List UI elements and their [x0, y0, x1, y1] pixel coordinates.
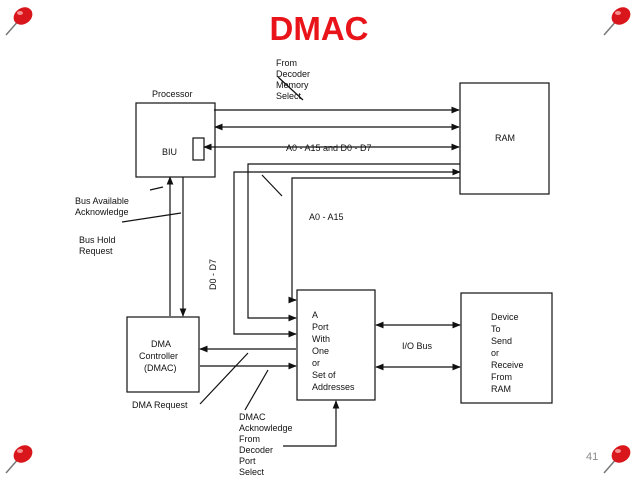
- biu-block: [192, 137, 205, 161]
- bus-hold-request-label: Bus Hold Request: [79, 235, 116, 256]
- svg-text:or: or: [312, 358, 320, 368]
- svg-text:Acknowledge: Acknowledge: [75, 207, 129, 217]
- svg-text:Send: Send: [491, 336, 512, 346]
- svg-text:To: To: [491, 324, 501, 334]
- address-bus-label: A0 - A15: [309, 212, 344, 222]
- svg-text:Bus Hold: Bus Hold: [79, 235, 116, 245]
- device-label: Device To Send or Receive From RAM: [491, 312, 524, 394]
- dmac-block: [126, 316, 200, 393]
- svg-text:From: From: [239, 434, 260, 444]
- svg-text:Controller: Controller: [139, 351, 178, 361]
- red-pushpin-icon: [603, 445, 631, 474]
- red-pushpin-icon: [5, 445, 33, 474]
- svg-text:From: From: [491, 372, 512, 382]
- dmac-ack-label: DMAC Acknowledge From Decoder Port Selec…: [239, 412, 293, 477]
- address-data-bus-label: A0 - A15 and D0 - D7: [286, 143, 372, 153]
- page-number: 41: [586, 451, 599, 463]
- device-block: [460, 292, 553, 404]
- svg-text:DMAC: DMAC: [239, 412, 266, 422]
- svg-text:(DMAC): (DMAC): [144, 363, 177, 373]
- red-pushpin-icon: [603, 7, 631, 36]
- svg-text:From: From: [276, 58, 297, 68]
- svg-text:Select: Select: [239, 467, 265, 477]
- bus-available-ack-label: Bus Available Acknowledge: [75, 196, 129, 217]
- svg-text:Port: Port: [312, 322, 329, 332]
- svg-text:Decoder: Decoder: [239, 445, 273, 455]
- data-bus-label: D0 - D7: [208, 259, 218, 290]
- svg-text:RAM: RAM: [491, 384, 511, 394]
- svg-text:Request: Request: [79, 246, 113, 256]
- red-pushpin-icon: [5, 7, 33, 36]
- svg-text:One: One: [312, 346, 329, 356]
- svg-text:DMA: DMA: [151, 339, 171, 349]
- dma-request-label: DMA Request: [132, 400, 188, 410]
- ram-block: [459, 82, 550, 195]
- port-label: A Port With One or Set of Addresses: [312, 310, 355, 392]
- ram-label: RAM: [495, 133, 515, 143]
- svg-text:Select: Select: [276, 91, 302, 101]
- slide-title: DMAC: [269, 10, 369, 47]
- io-bus-label: I/O Bus: [402, 341, 433, 351]
- svg-text:or: or: [491, 348, 499, 358]
- svg-text:Receive: Receive: [491, 360, 524, 370]
- svg-text:Memory: Memory: [276, 80, 309, 90]
- svg-text:With: With: [312, 334, 330, 344]
- svg-text:Decoder: Decoder: [276, 69, 310, 79]
- svg-text:Addresses: Addresses: [312, 382, 355, 392]
- svg-text:Bus Available: Bus Available: [75, 196, 129, 206]
- svg-text:Device: Device: [491, 312, 519, 322]
- dmac-label: DMA Controller (DMAC): [139, 339, 178, 373]
- decoder-memory-select-label: From Decoder Memory Select: [276, 58, 310, 101]
- svg-text:Set of: Set of: [312, 370, 336, 380]
- svg-text:A: A: [312, 310, 318, 320]
- svg-text:Port: Port: [239, 456, 256, 466]
- biu-label: BIU: [162, 147, 177, 157]
- processor-label: Processor: [152, 89, 193, 99]
- processor-block: [135, 102, 216, 178]
- svg-text:Acknowledge: Acknowledge: [239, 423, 293, 433]
